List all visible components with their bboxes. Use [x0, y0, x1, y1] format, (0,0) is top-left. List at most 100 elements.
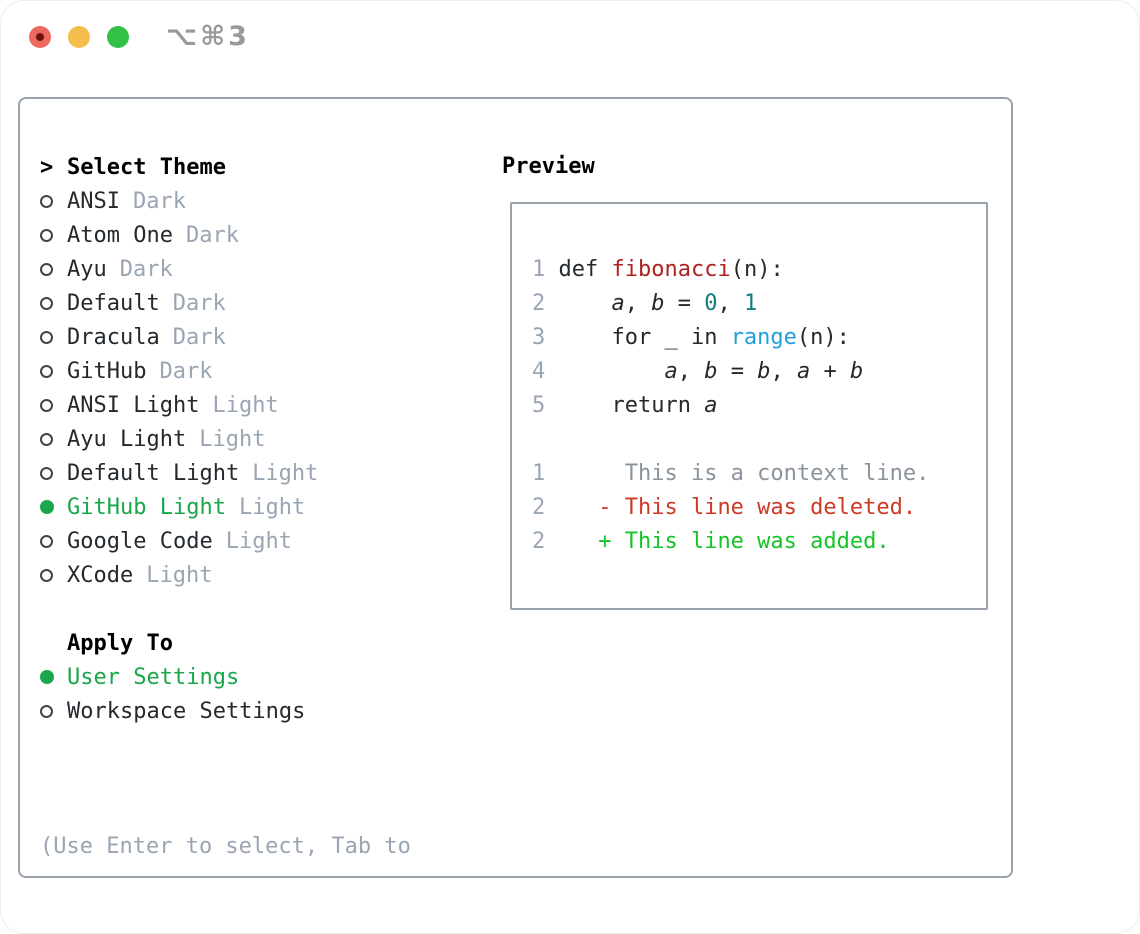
apply-option-user-settings[interactable]: User Settings	[40, 660, 305, 694]
line-number: 2	[532, 529, 559, 554]
theme-option-xcode[interactable]: XCode Light	[40, 558, 318, 592]
radio-unselected-icon	[40, 568, 53, 582]
code-segment: ,	[677, 359, 705, 384]
theme-option-ayu[interactable]: Ayu Dark	[40, 252, 318, 286]
radio-unselected-icon	[40, 398, 53, 412]
theme-variant-label: Light	[212, 392, 279, 418]
radio-unselected-icon	[40, 296, 53, 310]
code-segment: 0	[704, 291, 718, 316]
code-segment: b	[757, 359, 771, 384]
code-segment	[559, 291, 612, 316]
radio-marker	[40, 670, 67, 684]
code-segment: a	[611, 291, 625, 316]
theme-option-ansi-light[interactable]: ANSI Light Light	[40, 388, 318, 422]
code-segment: b	[849, 359, 864, 384]
theme-list-header-row: > Select Theme	[40, 150, 318, 184]
radio-selected-icon	[40, 500, 54, 514]
radio-unselected-icon	[40, 228, 53, 242]
theme-variant-label: Light	[146, 562, 213, 588]
preview-pane: 1 def fibonacci(n): 2 a, b = 0, 1 3 for _ …	[510, 202, 988, 610]
theme-variant-label: Dark	[172, 290, 226, 316]
code-segment: for _ in	[558, 325, 731, 350]
code-segment: ,	[770, 359, 797, 384]
radio-unselected-icon	[40, 330, 53, 344]
radio-unselected-icon	[40, 466, 53, 480]
theme-option-label: Ayu	[67, 256, 107, 282]
radio-marker	[40, 432, 67, 446]
radio-marker	[40, 262, 67, 276]
theme-variant-label: Light	[225, 528, 292, 554]
cursor-marker: >	[40, 154, 54, 180]
code-line	[532, 423, 929, 457]
code-line: 1 def fibonacci(n):	[532, 253, 929, 287]
hint-line-1: (Use Enter to select, Tab to	[40, 834, 411, 859]
theme-variant-label: Dark	[119, 256, 173, 282]
radio-unselected-icon	[40, 364, 53, 378]
line-number	[532, 427, 559, 452]
code-segment: =	[664, 291, 705, 316]
theme-variant-label: Dark	[132, 188, 186, 214]
radio-marker	[40, 398, 67, 412]
line-number: 2	[532, 291, 559, 316]
radio-unselected-icon	[40, 704, 53, 718]
theme-variant-label: Dark	[185, 222, 239, 248]
radio-marker	[40, 330, 67, 344]
code-segment: def	[558, 257, 612, 282]
code-segment: (n):	[796, 325, 850, 350]
code-line: 2 - This line was deleted.	[532, 491, 929, 525]
code-line: 2 + This line was added.	[532, 525, 929, 559]
theme-option-label: Dracula	[67, 324, 160, 350]
code-segment: b	[651, 291, 665, 316]
code-segment: a	[704, 393, 718, 418]
theme-option-atom-one[interactable]: Atom One Dark	[40, 218, 318, 252]
theme-option-label: XCode	[67, 562, 134, 588]
theme-option-label: GitHub Light	[67, 494, 226, 520]
radio-selected-icon	[40, 670, 54, 684]
apply-option-workspace-settings[interactable]: Workspace Settings	[40, 694, 305, 728]
code-segment: range	[730, 325, 797, 350]
code-segment: + This line was added.	[558, 529, 890, 554]
theme-variant-label: Dark	[159, 358, 213, 384]
code-segment	[559, 359, 665, 384]
theme-option-label: Default Light	[67, 460, 240, 486]
theme-option-label: GitHub	[67, 358, 147, 384]
theme-variant-label: Light	[238, 494, 306, 520]
theme-option-github-light[interactable]: GitHub Light Light	[40, 490, 318, 524]
code-segment: - This line was deleted.	[558, 495, 917, 520]
radio-marker	[40, 194, 67, 208]
code-segment: ,	[717, 291, 744, 316]
code-preview: 1 def fibonacci(n): 2 a, b = 0, 1 3 for _ …	[532, 253, 929, 559]
minimize-button[interactable]	[68, 26, 90, 48]
radio-marker	[40, 296, 67, 310]
code-line: 3 for _ in range(n):	[532, 321, 929, 355]
zoom-button[interactable]	[107, 26, 129, 48]
radio-unselected-icon	[40, 262, 53, 276]
line-number: 1	[532, 257, 559, 282]
code-line: 1 This is a context line.	[532, 457, 929, 491]
code-segment: b	[704, 359, 718, 384]
radio-marker	[40, 534, 67, 548]
apply-to-title: Apply To	[67, 630, 173, 656]
close-button[interactable]	[29, 26, 51, 48]
radio-unselected-icon	[40, 432, 53, 446]
code-segment: 1	[743, 291, 758, 316]
code-line: 5 return a	[532, 389, 929, 423]
radio-marker	[40, 704, 67, 718]
theme-option-github[interactable]: GitHub Dark	[40, 354, 318, 388]
line-number: 5	[532, 393, 559, 418]
code-segment: ,	[624, 291, 652, 316]
code-segment: (n):	[730, 257, 784, 282]
theme-option-label: ANSI Light	[67, 392, 200, 418]
theme-option-label: Atom One	[67, 222, 173, 248]
code-segment: +	[810, 359, 850, 384]
